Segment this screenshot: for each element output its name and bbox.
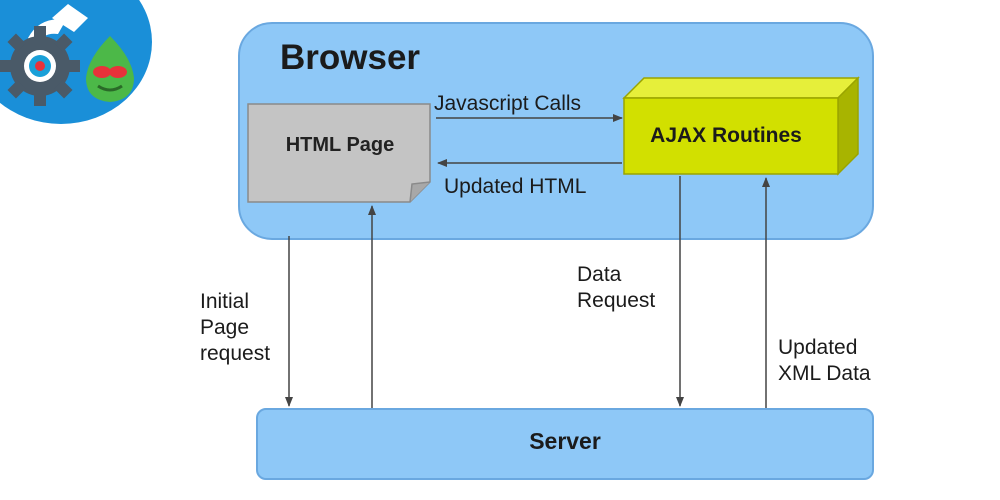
- html-page-label: HTML Page: [285, 134, 395, 156]
- ajax-routines-box: [622, 76, 860, 176]
- updated-xml-data-line: XML Data: [778, 362, 871, 385]
- browser-title: Browser: [280, 38, 421, 77]
- initial-page-request-line: Initial: [200, 290, 250, 313]
- gear-and-drop-icon: [0, 4, 134, 106]
- data-request-label: Data Request: [577, 262, 655, 314]
- server-container: [256, 408, 874, 480]
- initial-page-request-label: Initial Page request: [200, 289, 270, 367]
- site-logo: [0, 0, 152, 124]
- updated-xml-data-label: Updated XML Data: [778, 335, 871, 387]
- data-request-line: Data: [577, 263, 622, 286]
- updated-html-label: Updated HTML: [444, 175, 587, 198]
- initial-page-request-line: request: [200, 342, 271, 365]
- ajax-routines-label: AJAX Routines: [650, 124, 802, 147]
- data-request-line: Request: [577, 289, 656, 312]
- javascript-calls-label: Javascript Calls: [434, 92, 582, 115]
- initial-page-request-line: Page: [200, 316, 250, 339]
- server-label: Server: [529, 428, 601, 454]
- updated-xml-data-line: Updated: [778, 336, 858, 359]
